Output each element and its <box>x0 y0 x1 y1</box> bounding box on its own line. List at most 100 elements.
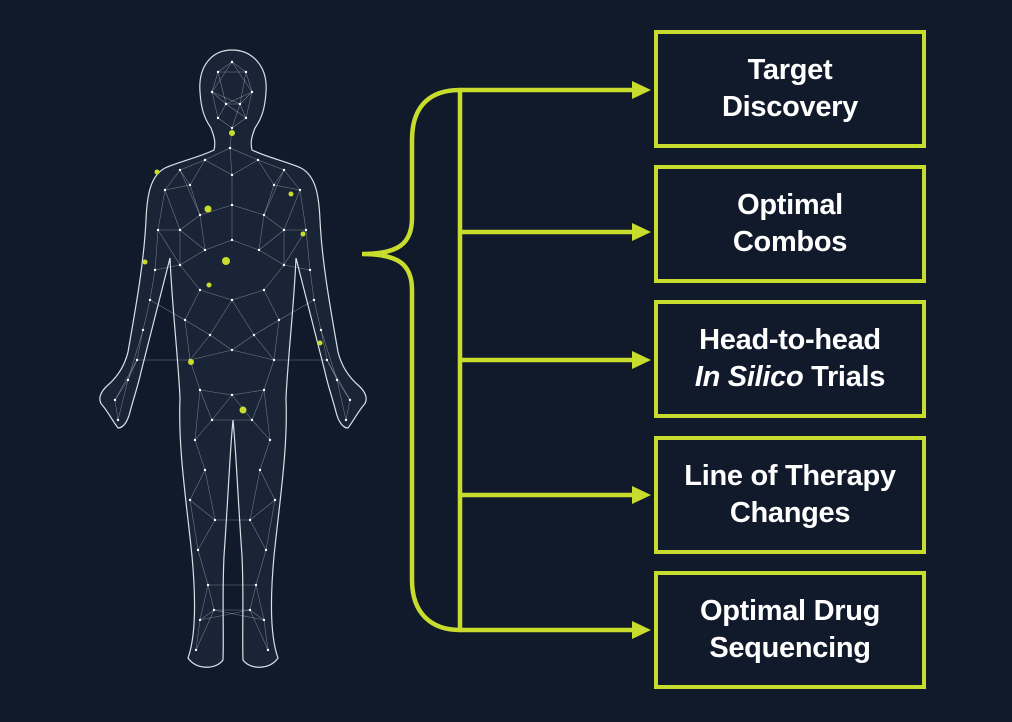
mesh-node <box>250 90 254 94</box>
mesh-edge <box>305 229 311 271</box>
mesh-node <box>252 333 256 337</box>
mesh-edge <box>184 289 201 321</box>
mesh-edge <box>199 609 251 621</box>
mesh-node <box>262 388 266 392</box>
mesh-node <box>208 333 212 337</box>
box-label-line2: Combos <box>732 226 848 258</box>
mesh-edge <box>249 609 269 651</box>
mesh-edge <box>263 184 275 216</box>
box-label-line1: Line of Therapy <box>684 460 896 492</box>
mesh-edge <box>136 329 144 361</box>
mesh-node <box>228 146 232 150</box>
mesh-node <box>257 248 261 252</box>
mesh-node <box>210 90 214 94</box>
mesh-node <box>238 102 242 106</box>
mesh-node <box>244 70 248 74</box>
mesh-edge <box>199 389 233 396</box>
mesh-edge <box>179 264 201 291</box>
box-label-line2: Discovery <box>722 91 858 123</box>
mesh-edge <box>149 299 186 321</box>
mesh-node <box>258 468 262 472</box>
mesh-node <box>282 168 286 172</box>
mesh-edge <box>199 609 215 621</box>
mesh-edge <box>231 389 265 396</box>
mesh-node <box>344 418 348 422</box>
mesh-edge <box>231 61 253 93</box>
mesh-edge <box>211 91 241 105</box>
mesh-edge <box>204 469 216 521</box>
mesh-edge <box>189 359 201 391</box>
mesh-node <box>212 608 216 612</box>
mesh-edge <box>231 289 265 301</box>
mesh-edge <box>189 334 211 361</box>
mesh-node <box>156 228 160 232</box>
mesh-edge <box>231 334 255 351</box>
mesh-node <box>113 398 117 402</box>
mesh-node <box>230 203 234 207</box>
mesh-node <box>304 228 308 232</box>
mesh-node <box>348 398 352 402</box>
mesh-edge <box>204 147 231 161</box>
box-label-line2: Sequencing <box>709 632 871 664</box>
mesh-edge <box>253 334 275 361</box>
arrow-head-icon <box>632 486 651 504</box>
mesh-edge <box>179 229 206 251</box>
mesh-edge <box>211 61 233 93</box>
mesh-node <box>203 158 207 162</box>
mesh-edge <box>211 91 219 119</box>
mesh-node <box>248 518 252 522</box>
mesh-edge <box>263 264 285 291</box>
mesh-edge <box>283 189 301 231</box>
mesh-node <box>198 213 202 217</box>
box-label-line1: Optimal <box>737 189 843 221</box>
mesh-edge <box>209 334 233 351</box>
mesh-edge <box>179 169 191 186</box>
mesh-node <box>203 468 207 472</box>
box-line-of-therapy: Line of Therapy Changes <box>654 436 926 554</box>
mesh-edge <box>231 239 260 251</box>
mesh-node <box>188 498 192 502</box>
mesh-edge <box>263 289 280 321</box>
mesh-node <box>230 60 234 64</box>
mesh-edge <box>199 289 233 301</box>
mesh-edge <box>336 379 347 421</box>
mesh-edge <box>157 229 181 266</box>
mesh-edge <box>217 103 227 119</box>
mesh-node <box>254 583 258 587</box>
mesh-node <box>224 102 228 106</box>
mesh-node <box>230 173 234 177</box>
mesh-edge <box>255 584 265 621</box>
mesh-node <box>256 158 260 162</box>
mesh-edge <box>231 349 275 361</box>
mesh-edge <box>199 389 213 421</box>
mesh-node <box>183 318 187 322</box>
arrow-head-icon <box>632 81 651 99</box>
mesh-edge <box>263 619 269 651</box>
arrow-head-icon <box>632 621 651 639</box>
mesh-edge <box>259 439 271 471</box>
box-label-line1: Head-to-head <box>699 324 881 356</box>
body-highlight-nodes <box>142 130 323 414</box>
mesh-node <box>213 518 217 522</box>
mesh-edge <box>164 169 181 191</box>
mesh-edge <box>245 91 253 119</box>
mesh-edge <box>255 549 267 586</box>
mesh-node <box>272 358 276 362</box>
mesh-edge <box>231 103 241 129</box>
mesh-node <box>210 418 214 422</box>
mesh-edge <box>194 419 213 441</box>
mesh-edge <box>231 299 255 336</box>
mesh-edge <box>217 117 233 129</box>
mesh-node <box>325 358 329 362</box>
mesh-edge <box>189 499 216 521</box>
mesh-node <box>193 438 197 442</box>
highlight-node <box>288 191 294 197</box>
mesh-edge <box>263 359 275 391</box>
mesh-edge <box>273 319 280 361</box>
mesh-edge <box>326 359 338 381</box>
mesh-edge <box>229 147 259 161</box>
mesh-edge <box>127 359 138 381</box>
mesh-edge <box>249 469 261 521</box>
mesh-node <box>298 188 302 192</box>
mesh-edge <box>283 169 301 191</box>
